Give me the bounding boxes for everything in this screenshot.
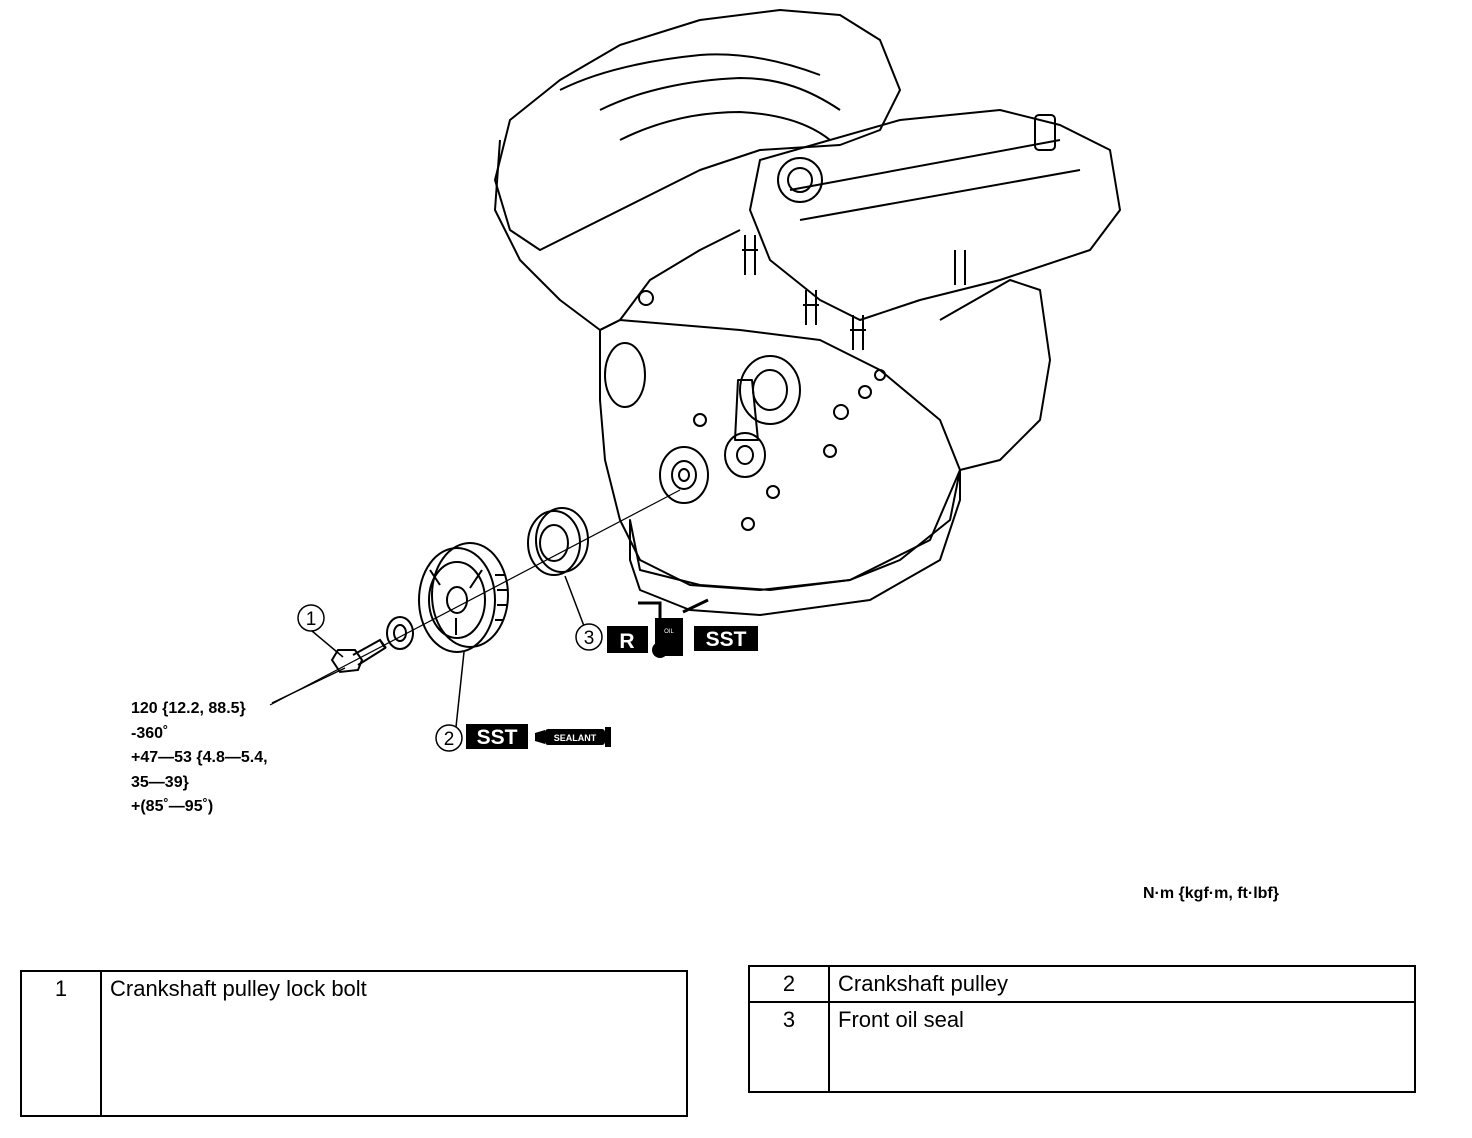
part-number: 3	[748, 1001, 830, 1093]
crankshaft-pulley	[418, 542, 509, 653]
callout-1: 1	[297, 604, 325, 632]
leader-lines	[271, 575, 585, 728]
part-name: Crankshaft pulley	[828, 965, 1416, 1003]
front-oil-seal	[527, 507, 589, 576]
callout-1-number: 1	[306, 609, 317, 630]
callout-3-number: 3	[584, 628, 595, 649]
engine-illustration	[494, 9, 1121, 616]
oil-can-label: OIL	[664, 629, 674, 635]
torque-specification: 120 {12.2, 88.5} -360˚ +47—53 {4.8—5.4, …	[131, 697, 268, 820]
sst-badge-3: SST	[694, 626, 758, 651]
table-row: 2 Crankshaft pulley	[748, 965, 1416, 1003]
parts-table-left: 1 Crankshaft pulley lock bolt	[20, 970, 688, 1117]
callout-2-number: 2	[444, 729, 455, 750]
parts-table-right: 2 Crankshaft pulley 3 Front oil seal	[748, 965, 1416, 1093]
torque-line: -360˚	[131, 724, 169, 742]
callout-3: 3	[575, 623, 603, 651]
units-note: N·m {kgf·m, ft·lbf}	[1143, 885, 1279, 902]
crankshaft-pulley-lock-bolt	[330, 638, 387, 674]
sealant-label: SEALANT	[554, 733, 597, 743]
torque-line: +(85˚—95˚)	[131, 798, 214, 815]
torque-line: 120 {12.2, 88.5}	[131, 700, 246, 717]
part-name: Crankshaft pulley lock bolt	[100, 970, 688, 1117]
table-row: 3 Front oil seal	[748, 1001, 1416, 1093]
sst-badge-2-label: SST	[477, 726, 518, 749]
torque-line: 35—39}	[131, 773, 189, 791]
torque-line: +47—53 {4.8—5.4,	[131, 749, 268, 766]
part-number: 1	[20, 970, 102, 1117]
callout-2: 2	[435, 724, 463, 752]
part-number: 2	[748, 965, 830, 1003]
replace-badge-label: R	[619, 630, 634, 653]
exploded-parts	[269, 489, 681, 706]
oil-can-icon: OIL	[638, 598, 709, 658]
replace-badge: R	[607, 626, 648, 653]
table-row: 1 Crankshaft pulley lock bolt	[20, 970, 688, 1117]
part-name: Front oil seal	[828, 1001, 1416, 1093]
sst-badge-2: SST	[466, 724, 528, 749]
sst-badge-3-label: SST	[706, 628, 747, 651]
washer	[386, 616, 414, 650]
sealant-tube-icon: SEALANT	[535, 727, 611, 747]
